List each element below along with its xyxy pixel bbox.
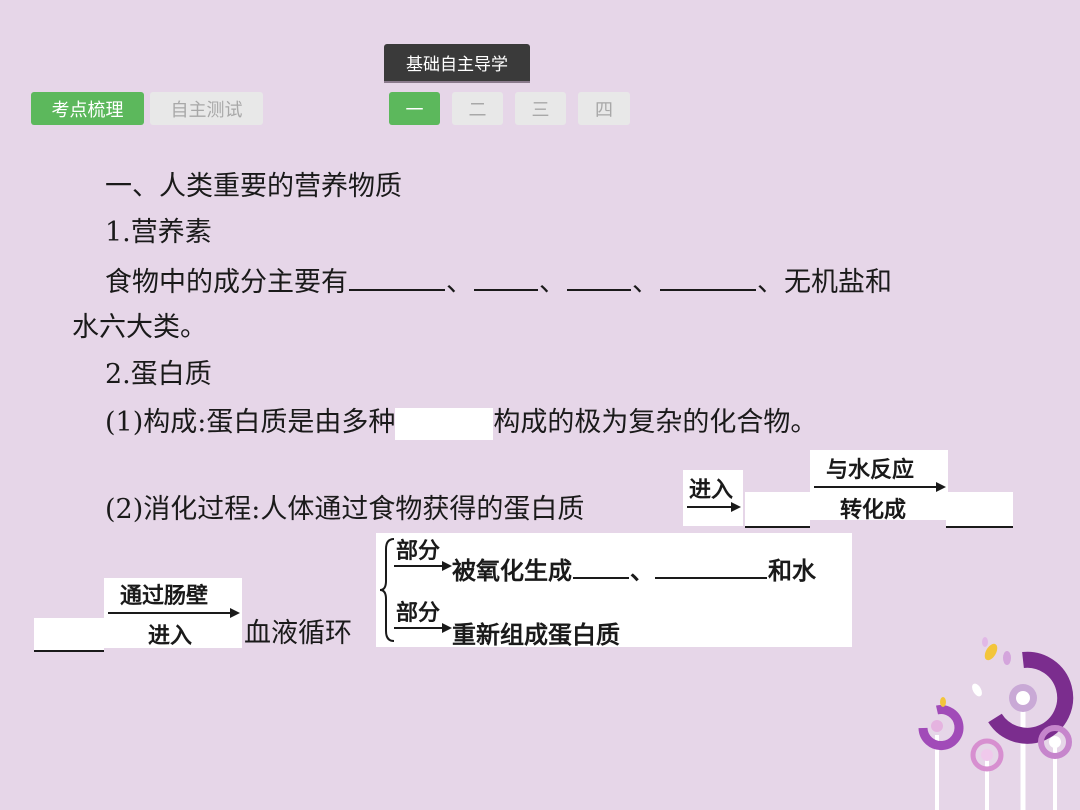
text-segment: (1)构成:蛋白质是由多种 [105, 407, 396, 438]
page-tab-4[interactable]: 四 [578, 92, 630, 125]
arrow-gut-top: 通过肠壁 [120, 583, 209, 609]
subheading-nutrients: 1.营养素 [105, 217, 212, 248]
text-segment: 和水 [768, 556, 816, 585]
digestion-label: (2)消化过程:人体通过食物获得的蛋白质 [105, 494, 585, 525]
page-tab-3[interactable]: 三 [515, 92, 566, 125]
blank-amino[interactable] [34, 618, 104, 652]
answer-box[interactable] [395, 407, 494, 440]
blank-1[interactable] [349, 265, 445, 291]
arrow-head [442, 623, 452, 633]
blank-converted[interactable] [946, 492, 1013, 528]
arrow-line [687, 506, 733, 508]
blank-2[interactable] [474, 265, 538, 291]
text-segment: 、无机盐和 [757, 267, 892, 298]
nutrients-paragraph-line2: 水六大类。 [72, 312, 207, 343]
arrow-react: 与水反应 转化成 [810, 450, 948, 523]
arrow-head [731, 502, 741, 512]
protein-composition: (1)构成:蛋白质是由多种 构成的极为复杂的化合物。 [105, 406, 817, 440]
arrow-react-bottom: 转化成 [840, 497, 907, 523]
tab-zizhu[interactable]: 自主测试 [150, 92, 263, 125]
separator: 、 [539, 267, 566, 298]
branch-box: 部分 被氧化生成 、 和水 部分 重新组成蛋白质 [376, 533, 852, 649]
branch2-label: 部分 [396, 600, 441, 626]
blank-urea[interactable] [655, 557, 767, 579]
blank-protein-product[interactable] [745, 492, 810, 528]
text-segment: 被氧化生成 [452, 556, 572, 585]
blank-4[interactable] [660, 265, 756, 291]
blank-3[interactable] [567, 265, 631, 291]
section-heading: 一、人类重要的营养物质 [105, 171, 402, 202]
nutrients-paragraph: 食物中的成分主要有 、 、 、 、无机盐和 [105, 265, 892, 300]
branch1-text: 被氧化生成 、 和水 [452, 551, 816, 586]
arrow-line [108, 612, 232, 614]
separator: 、 [632, 267, 659, 298]
arrow-gut: 通过肠壁 进入 [104, 578, 242, 649]
arrow-head [230, 608, 240, 618]
arrow-head [936, 482, 946, 492]
arrow-react-top: 与水反应 [826, 457, 915, 483]
blank-co2[interactable] [573, 557, 629, 579]
arrow-line [394, 565, 446, 567]
arrow-line [814, 486, 938, 488]
text-segment: 构成的极为复杂的化合物。 [493, 407, 818, 438]
section-tab[interactable]: 基础自主导学 [384, 44, 530, 81]
blood-circulation: 血液循环 [244, 618, 352, 649]
page-tab-1[interactable]: 一 [389, 92, 440, 125]
decorative-plant-icon [918, 637, 1074, 810]
arrow-enter: 进入 [683, 470, 743, 526]
branch2-text: 重新组成蛋白质 [452, 620, 620, 649]
arrow-enter-label: 进入 [689, 477, 734, 503]
separator: 、 [446, 267, 473, 298]
tab-kaodian[interactable]: 考点梳理 [31, 92, 144, 125]
brace-icon [379, 538, 395, 642]
branch1-label: 部分 [396, 538, 441, 564]
subheading-protein: 2.蛋白质 [105, 359, 212, 390]
arrow-line [394, 627, 446, 629]
arrow-gut-bottom: 进入 [148, 623, 193, 649]
separator: 、 [630, 556, 654, 585]
arrow-head [442, 561, 452, 571]
page-tab-2[interactable]: 二 [452, 92, 503, 125]
text-segment: 食物中的成分主要有 [105, 267, 348, 298]
